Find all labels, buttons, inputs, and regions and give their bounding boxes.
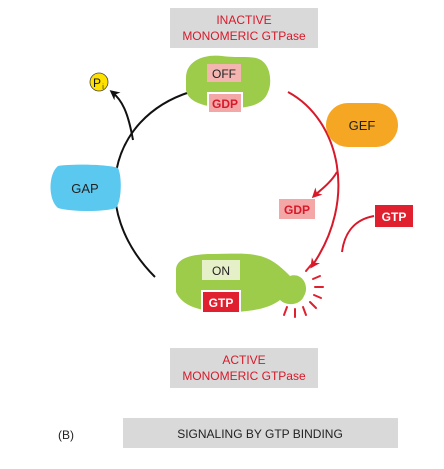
gef-exchange-arrow: [287, 91, 340, 269]
inactive-header: INACTIVE MONOMERIC GTPase: [170, 8, 318, 48]
phosphate-icon: P i: [89, 72, 109, 92]
off-box: [207, 64, 241, 82]
inactive-gtpase: OFF GDP: [186, 55, 271, 114]
on-label: ON: [212, 264, 230, 278]
off-label: OFF: [212, 67, 236, 81]
caption-title: SIGNALING BY GTP BINDING: [177, 427, 343, 441]
on-box: [202, 260, 240, 280]
incoming-gtp-label: GTP: [382, 210, 407, 224]
gef-label: GEF: [349, 118, 376, 133]
active-header: ACTIVE MONOMERIC GTPase: [170, 348, 318, 388]
gdp-release-arrow: [311, 171, 338, 199]
gtp-entry-arrow: [341, 215, 375, 253]
inactive-header-line2: MONOMERIC GTPase: [182, 29, 306, 43]
phosphate-subscript: i: [102, 84, 104, 91]
active-gtpase: ON GTP: [176, 253, 307, 314]
incoming-gtp: GTP: [375, 205, 413, 227]
active-header-line2: MONOMERIC GTPase: [182, 369, 306, 383]
gtp-bound-box: [203, 292, 239, 312]
gap-label: GAP: [71, 181, 98, 196]
phosphate-label: P: [93, 76, 101, 90]
gdp-bound-label: GDP: [212, 97, 238, 111]
phosphate-release-arrow: [109, 90, 134, 141]
activation-burst: [283, 264, 324, 318]
released-gdp: GDP: [279, 199, 315, 219]
active-header-line1: ACTIVE: [222, 353, 265, 367]
gtp-bound-label: GTP: [209, 296, 234, 310]
figure-caption: (B) SIGNALING BY GTP BINDING: [58, 418, 398, 448]
inactive-header-line1: INACTIVE: [216, 13, 271, 27]
panel-label: (B): [58, 428, 74, 442]
gap-protein: GAP: [50, 164, 121, 211]
released-gdp-label: GDP: [284, 203, 310, 217]
gap-hydrolysis-arrow: [113, 91, 191, 278]
gdp-bound-box: [209, 94, 241, 112]
gef-protein: GEF: [326, 103, 398, 147]
